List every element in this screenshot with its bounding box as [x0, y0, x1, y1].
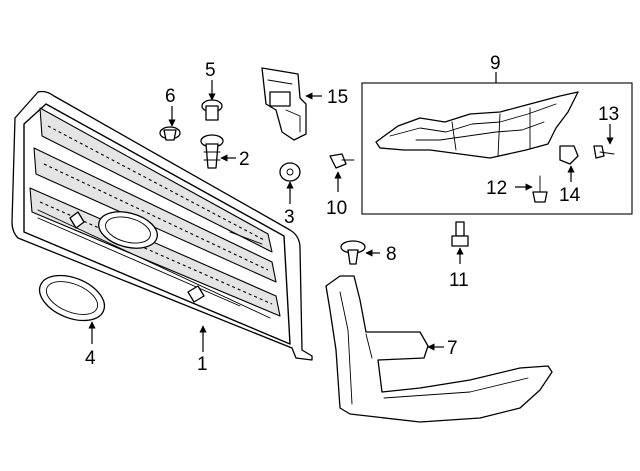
callout-10: 10	[326, 198, 347, 219]
nut-part-14	[559, 145, 579, 165]
bolt-part-11	[451, 221, 469, 247]
callout-14: 14	[559, 185, 581, 206]
mounting-bracket-part	[375, 91, 579, 159]
callout-5: 5	[205, 60, 216, 81]
clip-part-8	[340, 240, 366, 265]
callout-1: 1	[197, 354, 208, 375]
callout-12: 12	[486, 178, 507, 199]
bolt-part-12	[532, 175, 548, 203]
grille-part	[11, 90, 313, 361]
callout-6: 6	[165, 86, 176, 107]
callout-2: 2	[239, 149, 250, 170]
sensor-bracket-part	[261, 67, 307, 141]
emblem-ring-part	[38, 274, 106, 322]
leaders	[88, 72, 614, 352]
pin-part-5	[201, 99, 223, 121]
push-pin-part-2	[200, 134, 224, 169]
callout-labels: 1 2 3 4 5 6 7 8 9 10 11 12 13 14 15	[85, 53, 619, 375]
callout-8: 8	[386, 244, 397, 265]
callout-3: 3	[284, 207, 295, 228]
bolt-part-13	[593, 145, 615, 159]
lower-support-part	[325, 275, 553, 423]
bracket-box	[361, 82, 633, 215]
callout-7: 7	[447, 338, 458, 359]
bolt-part-10	[329, 153, 355, 169]
clip-part-6	[159, 126, 181, 141]
nut-part-3	[279, 162, 301, 182]
callout-13: 13	[598, 104, 619, 125]
callout-9: 9	[490, 53, 501, 74]
callout-15: 15	[327, 87, 348, 108]
callout-4: 4	[85, 348, 96, 369]
callout-11: 11	[449, 270, 469, 291]
